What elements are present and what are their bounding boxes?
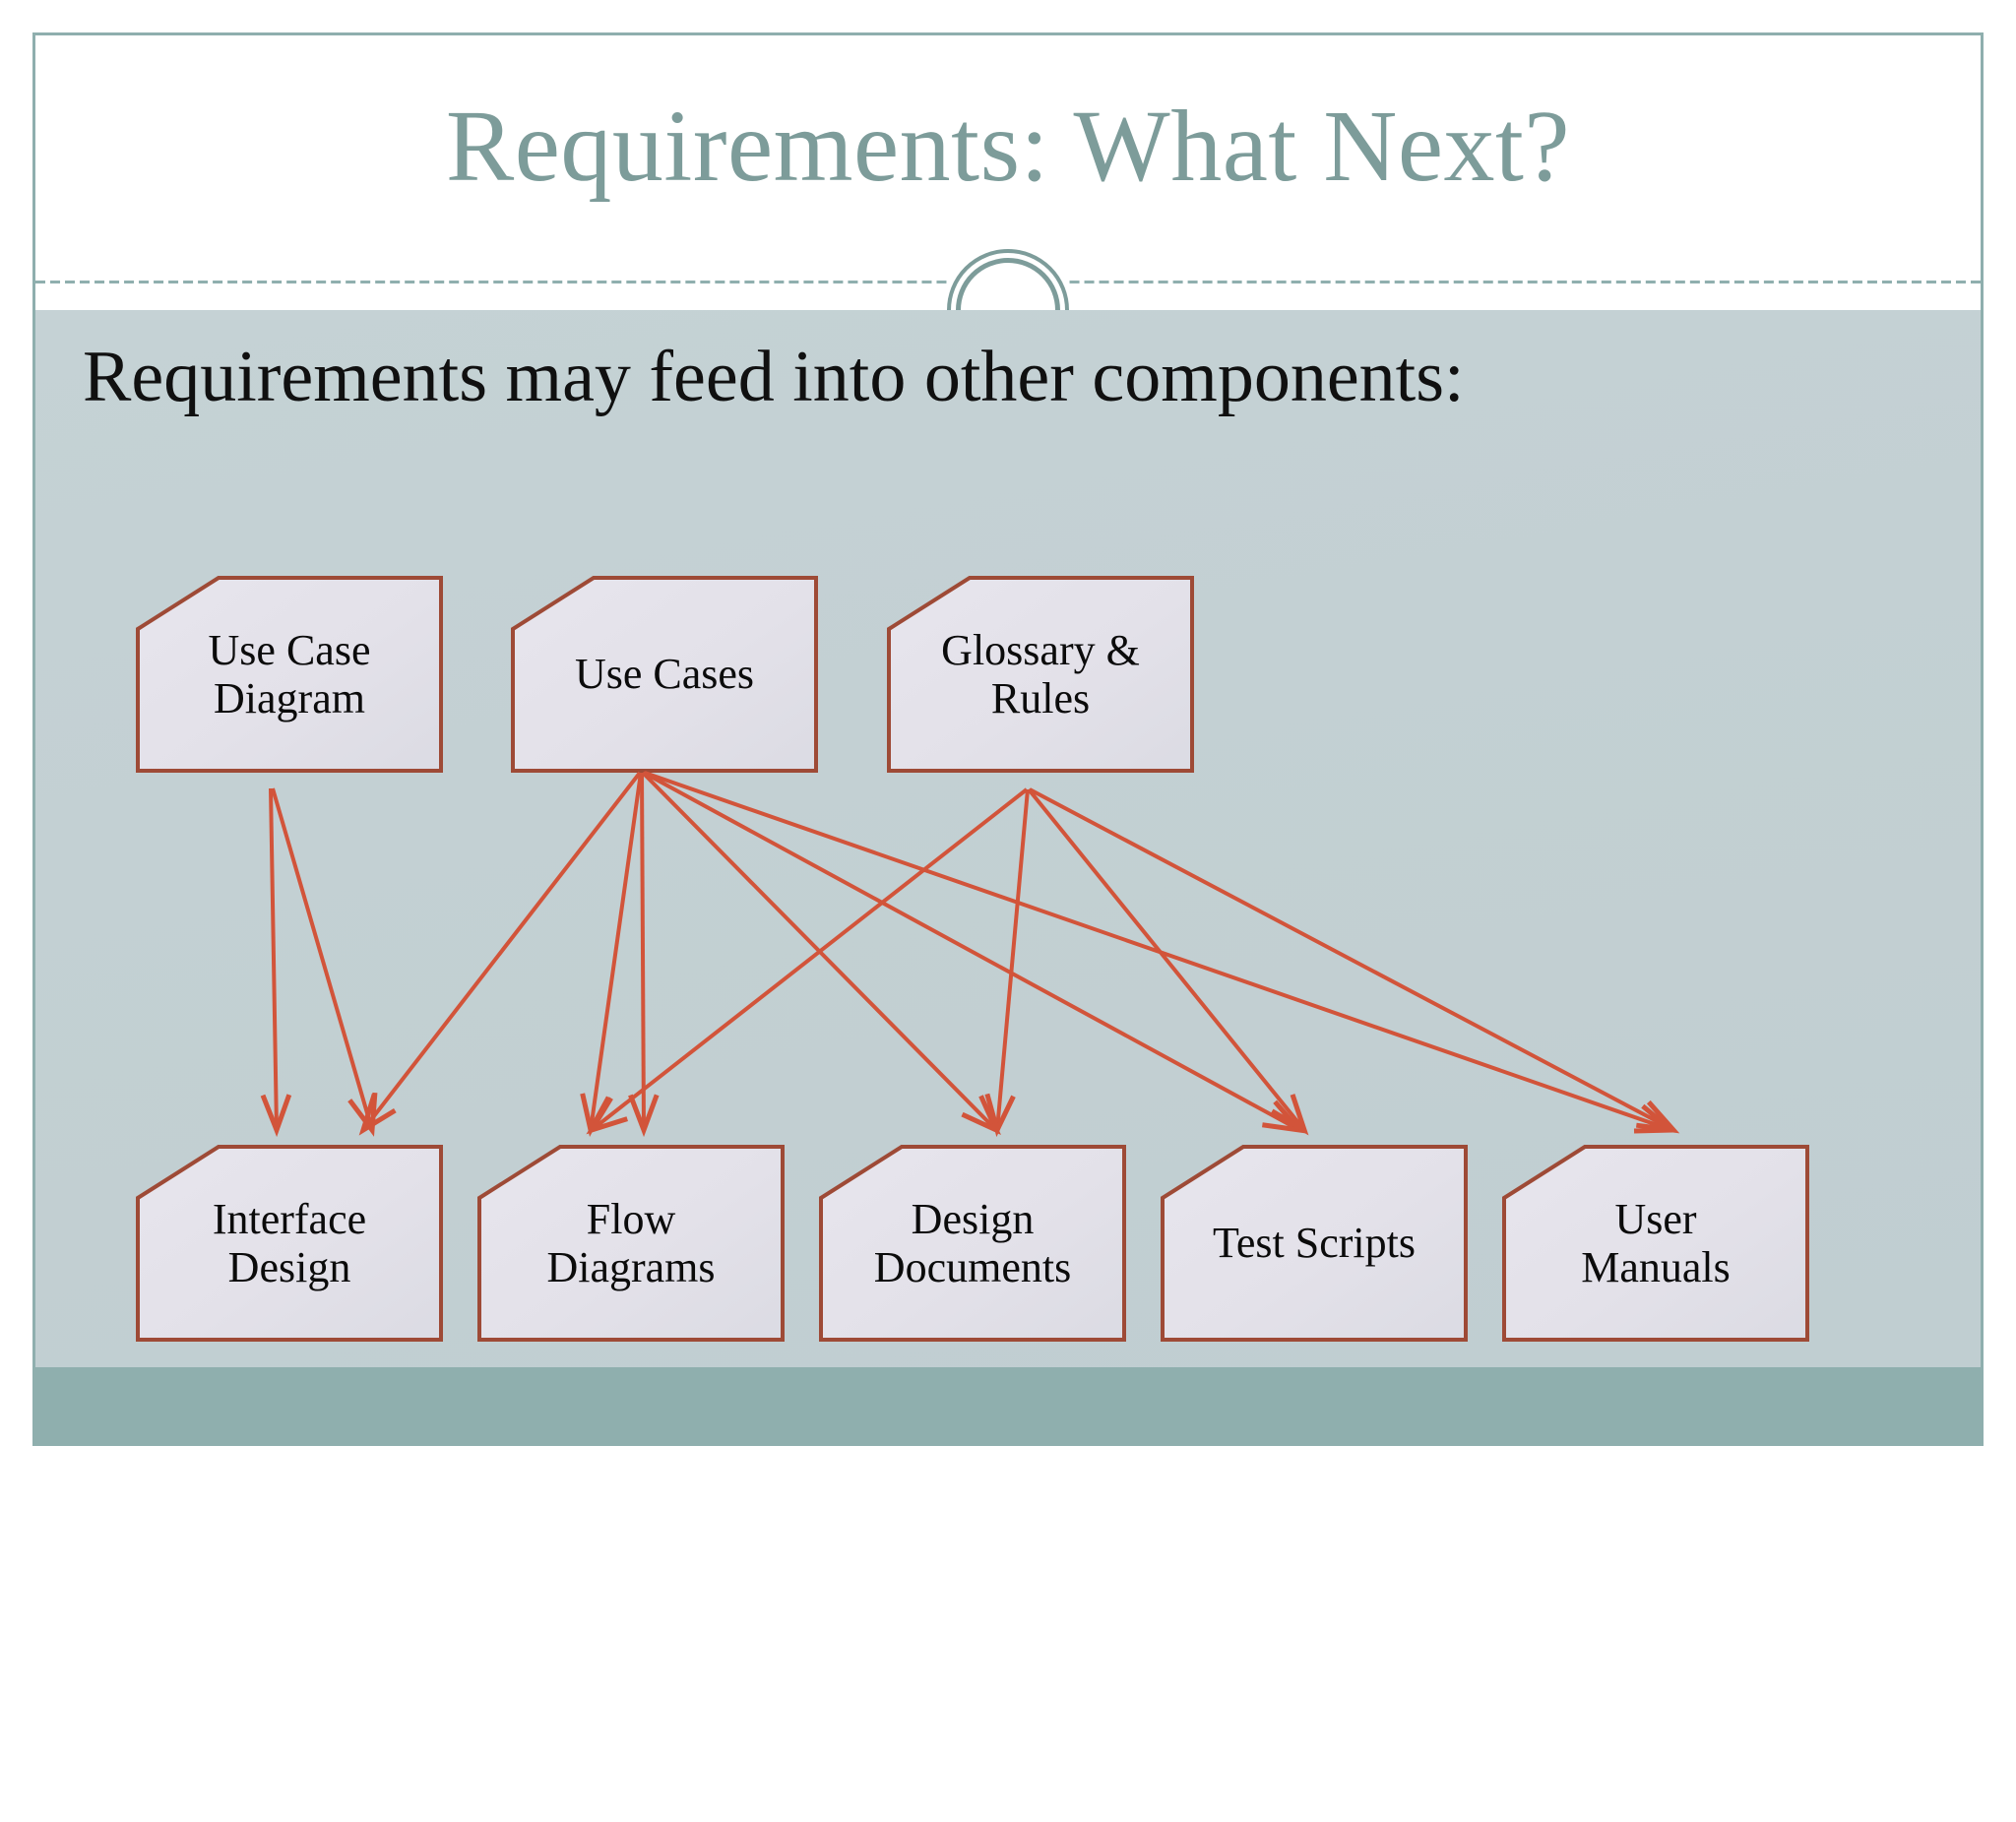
node-fill xyxy=(887,576,1194,773)
node-outline xyxy=(887,576,1194,773)
node-outline xyxy=(136,1145,443,1342)
diagram-node-use-cases[interactable]: Use Cases xyxy=(511,576,818,773)
node-outline xyxy=(1502,1145,1809,1342)
page-title: Requirements: What Next? xyxy=(445,90,1571,203)
diagram-arrows-layer xyxy=(260,771,1680,1138)
node-outline xyxy=(511,576,818,773)
node-fill xyxy=(819,1145,1126,1342)
arrow-use-case-diagram-to-interface-design xyxy=(260,787,292,1138)
slide-canvas: Requirements: What Next? Requirements ma… xyxy=(32,32,1984,1446)
node-fill xyxy=(136,1145,443,1342)
arrow-use-cases-to-flow-diagrams xyxy=(580,772,643,1138)
node-fill xyxy=(511,576,818,773)
arrow-use-cases-to-test-scripts xyxy=(641,771,1001,1136)
node-fill xyxy=(1502,1145,1809,1342)
arrow-use-cases-to-user-manuals xyxy=(643,771,1306,1134)
arrow-use-cases-to-user-manuals-2 xyxy=(644,771,1678,1134)
arrow-use-cases-to-interface-design xyxy=(358,771,642,1136)
arrow-glossary-rules-to-flow-diagrams xyxy=(586,787,1029,1135)
slide-body: Requirements may feed into other compone… xyxy=(35,310,1981,1373)
node-outline xyxy=(819,1145,1126,1342)
arrow-glossary-rules-to-design-documents xyxy=(984,788,1030,1138)
arrow-glossary-rules-to-user-manuals xyxy=(1029,787,1680,1134)
node-fill xyxy=(136,576,443,773)
subtitle-text: Requirements may feed into other compone… xyxy=(83,337,1465,417)
node-outline xyxy=(136,576,443,773)
diagram-node-test-scripts[interactable]: Test Scripts xyxy=(1161,1145,1468,1342)
footer-bar xyxy=(35,1367,1981,1443)
node-outline xyxy=(1161,1145,1468,1342)
arrow-glossary-rules-to-test-scripts xyxy=(1027,787,1309,1136)
arrow-use-case-diagram-to-flow-diagrams xyxy=(271,787,378,1137)
arrow-use-cases-to-design-documents xyxy=(628,772,660,1138)
slide-frame: Requirements: What Next? Requirements ma… xyxy=(32,32,1984,1446)
node-outline xyxy=(477,1145,785,1342)
node-fill xyxy=(477,1145,785,1342)
diagram-node-glossary-rules[interactable]: Glossary &Rules xyxy=(887,576,1194,773)
node-fill xyxy=(1161,1145,1468,1342)
